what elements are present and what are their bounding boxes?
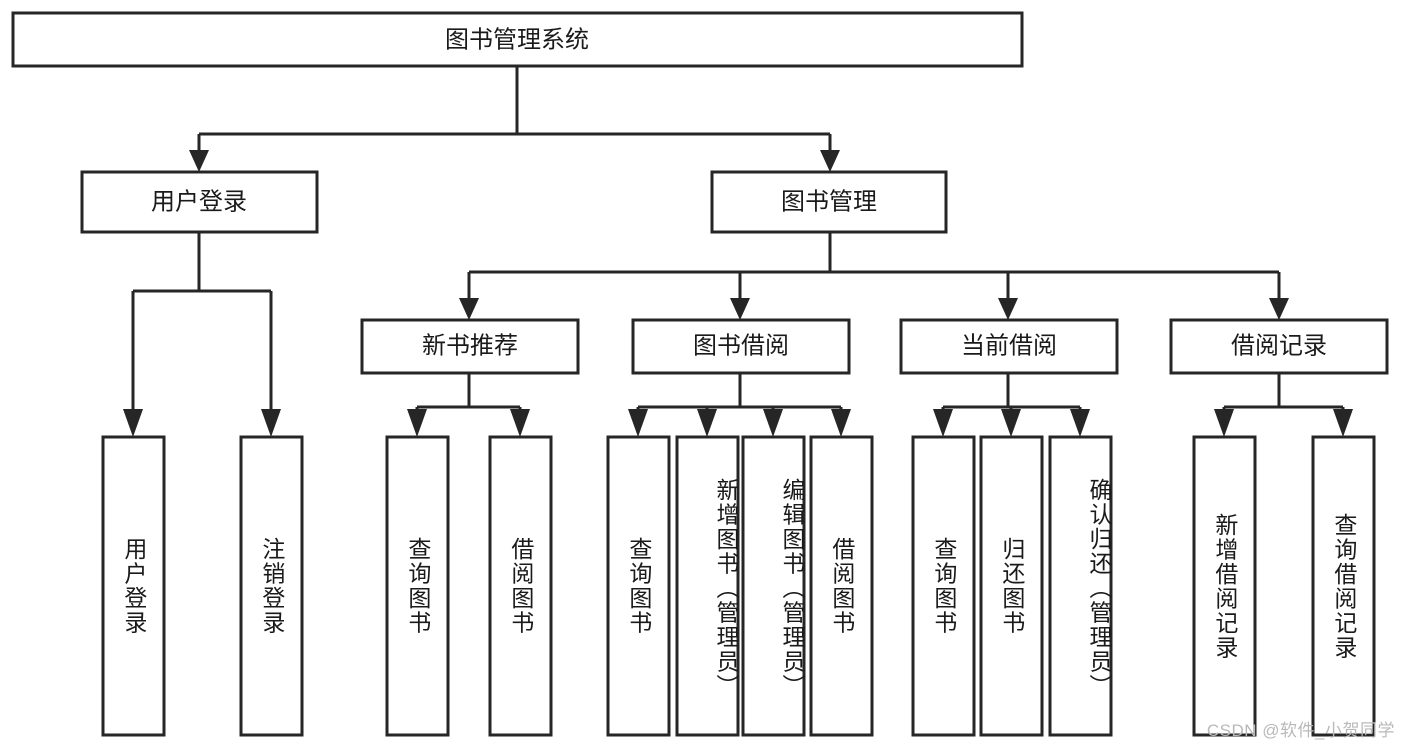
node-new-book-recommend[interactable] — [360, 318, 580, 375]
arrow-head-cb-query — [933, 409, 953, 437]
arrow-head-bb-borrow — [831, 409, 851, 437]
leaf-user-login[interactable] — [101, 435, 166, 737]
leaf-br-query-record[interactable] — [1311, 435, 1376, 737]
leaf-br-add-record[interactable] — [1192, 435, 1257, 737]
arrow-head-br-query — [1333, 409, 1353, 437]
node-book-manage[interactable] — [710, 170, 948, 234]
arrow-head-bb-add — [697, 409, 717, 437]
leaf-cb-confirm-return[interactable] — [1048, 435, 1113, 737]
arrow-head-borrow-record — [1269, 298, 1289, 320]
arrow-head-leaf-user-login — [123, 409, 143, 437]
label-new-book-recommend: 新书推荐 — [422, 332, 518, 359]
node-layer — [11, 11, 1389, 737]
arrow-head-nb-borrow — [510, 409, 530, 437]
arrow-head-book-borrow — [730, 298, 750, 320]
leaf-bb-borrow-book[interactable] — [809, 435, 874, 737]
label-current-borrow: 当前借阅 — [961, 332, 1057, 359]
label-user-login: 用户登录 — [151, 188, 247, 215]
label-root-title: 图书管理系统 — [445, 26, 589, 53]
arrow-head-cb-confirm — [1070, 409, 1090, 437]
leaf-cb-query-book[interactable] — [911, 435, 976, 737]
leaf-logout[interactable] — [239, 435, 304, 737]
arrow-head-user-login — [189, 150, 209, 172]
node-book-borrow[interactable] — [631, 318, 851, 375]
leaf-nb-borrow-book[interactable] — [488, 435, 553, 737]
label-book-manage: 图书管理 — [781, 188, 877, 215]
arrow-head-leaf-logout — [261, 409, 281, 437]
label-book-borrow: 图书借阅 — [693, 332, 789, 359]
arrow-head-new-book — [459, 298, 479, 320]
node-borrow-record[interactable] — [1169, 318, 1389, 375]
arrow-head-current-borrow — [998, 298, 1018, 320]
csdn-watermark: CSDN @软件_小贺同学 — [1206, 721, 1395, 740]
arrow-head-bb-edit — [763, 409, 783, 437]
arrow-head-br-add — [1214, 409, 1234, 437]
arrow-head-bb-query — [628, 409, 648, 437]
connector-layer — [123, 66, 1353, 437]
label-borrow-record: 借阅记录 — [1231, 332, 1327, 359]
arrow-head-book-manage — [820, 150, 840, 172]
node-current-borrow[interactable] — [899, 318, 1119, 375]
node-root-book-system[interactable] — [11, 11, 1024, 68]
leaf-bb-query-book[interactable] — [606, 435, 671, 737]
node-user-login[interactable] — [80, 170, 319, 234]
arrow-head-nb-query — [407, 409, 427, 437]
leaf-bb-edit-book[interactable] — [741, 435, 806, 737]
leaf-bb-add-book[interactable] — [675, 435, 740, 737]
leaf-cb-return-book[interactable] — [979, 435, 1044, 737]
label-layer-horizontal: 图书管理系统 用户登录 图书管理 新书推荐 图书借阅 当前借阅 借阅记录 — [151, 26, 1327, 359]
arrow-head-cb-return — [1001, 409, 1021, 437]
leaf-nb-query-book[interactable] — [385, 435, 450, 737]
